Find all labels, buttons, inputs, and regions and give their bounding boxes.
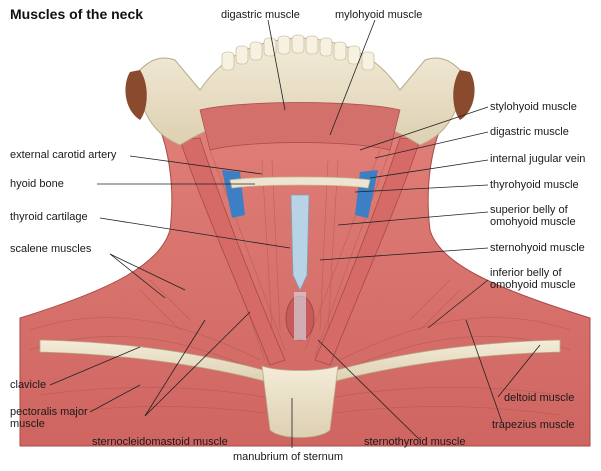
label-inferior-belly-line1: inferior belly of — [490, 267, 562, 279]
label-inferior-belly-line2: omohyoid muscle — [490, 279, 576, 291]
label-manubrium: manubrium of sternum — [233, 451, 344, 463]
label-clavicle: clavicle — [10, 379, 47, 391]
label-pectoralis-line1: pectoralis major — [10, 406, 88, 418]
label-sternothyroid: sternothyroid muscle — [364, 436, 466, 448]
thyroid-cartilage — [290, 194, 310, 291]
leader-lines — [49, 19, 541, 448]
label-pectoralis-line2: muscle — [10, 418, 45, 430]
label-thyroid-cartilage: thyroid cartilage — [10, 211, 88, 223]
sternocleidomastoid-right — [314, 137, 421, 366]
label-digastric-top: digastric muscle — [221, 9, 300, 21]
mylohyoid-and-digastric — [199, 102, 401, 151]
label-scalene: scalene muscles — [10, 243, 92, 255]
label-thyrohyoid: thyrohyoid muscle — [490, 179, 579, 191]
right-ear — [453, 70, 475, 120]
label-stylohyoid: stylohyoid muscle — [490, 101, 577, 113]
label-superior-belly-line1: superior belly of — [490, 204, 568, 216]
sternocleidomastoid-left — [179, 137, 286, 366]
diagram-title: Muscles of the neck — [10, 6, 144, 22]
manubrium — [261, 365, 339, 438]
label-sternohyoid: sternohyoid muscle — [490, 242, 585, 254]
label-mylohyoid: mylohyoid muscle — [335, 9, 423, 21]
label-trapezius: trapezius muscle — [492, 419, 575, 431]
thyroid-gland — [285, 292, 315, 341]
label-deltoid: deltoid muscle — [504, 392, 575, 404]
left-ear — [125, 70, 147, 120]
label-sternocleidomastoid: sternocleidomastoid muscle — [92, 436, 228, 448]
hyoid-bone — [229, 176, 371, 189]
label-superior-belly-line2: omohyoid muscle — [490, 216, 576, 228]
label-digastric-right: digastric muscle — [490, 126, 569, 138]
label-external-carotid: external carotid artery — [10, 149, 117, 161]
label-internal-jugular: internal jugular vein — [490, 153, 586, 165]
lower-teeth — [221, 34, 375, 71]
label-hyoid-bone: hyoid bone — [10, 178, 64, 190]
